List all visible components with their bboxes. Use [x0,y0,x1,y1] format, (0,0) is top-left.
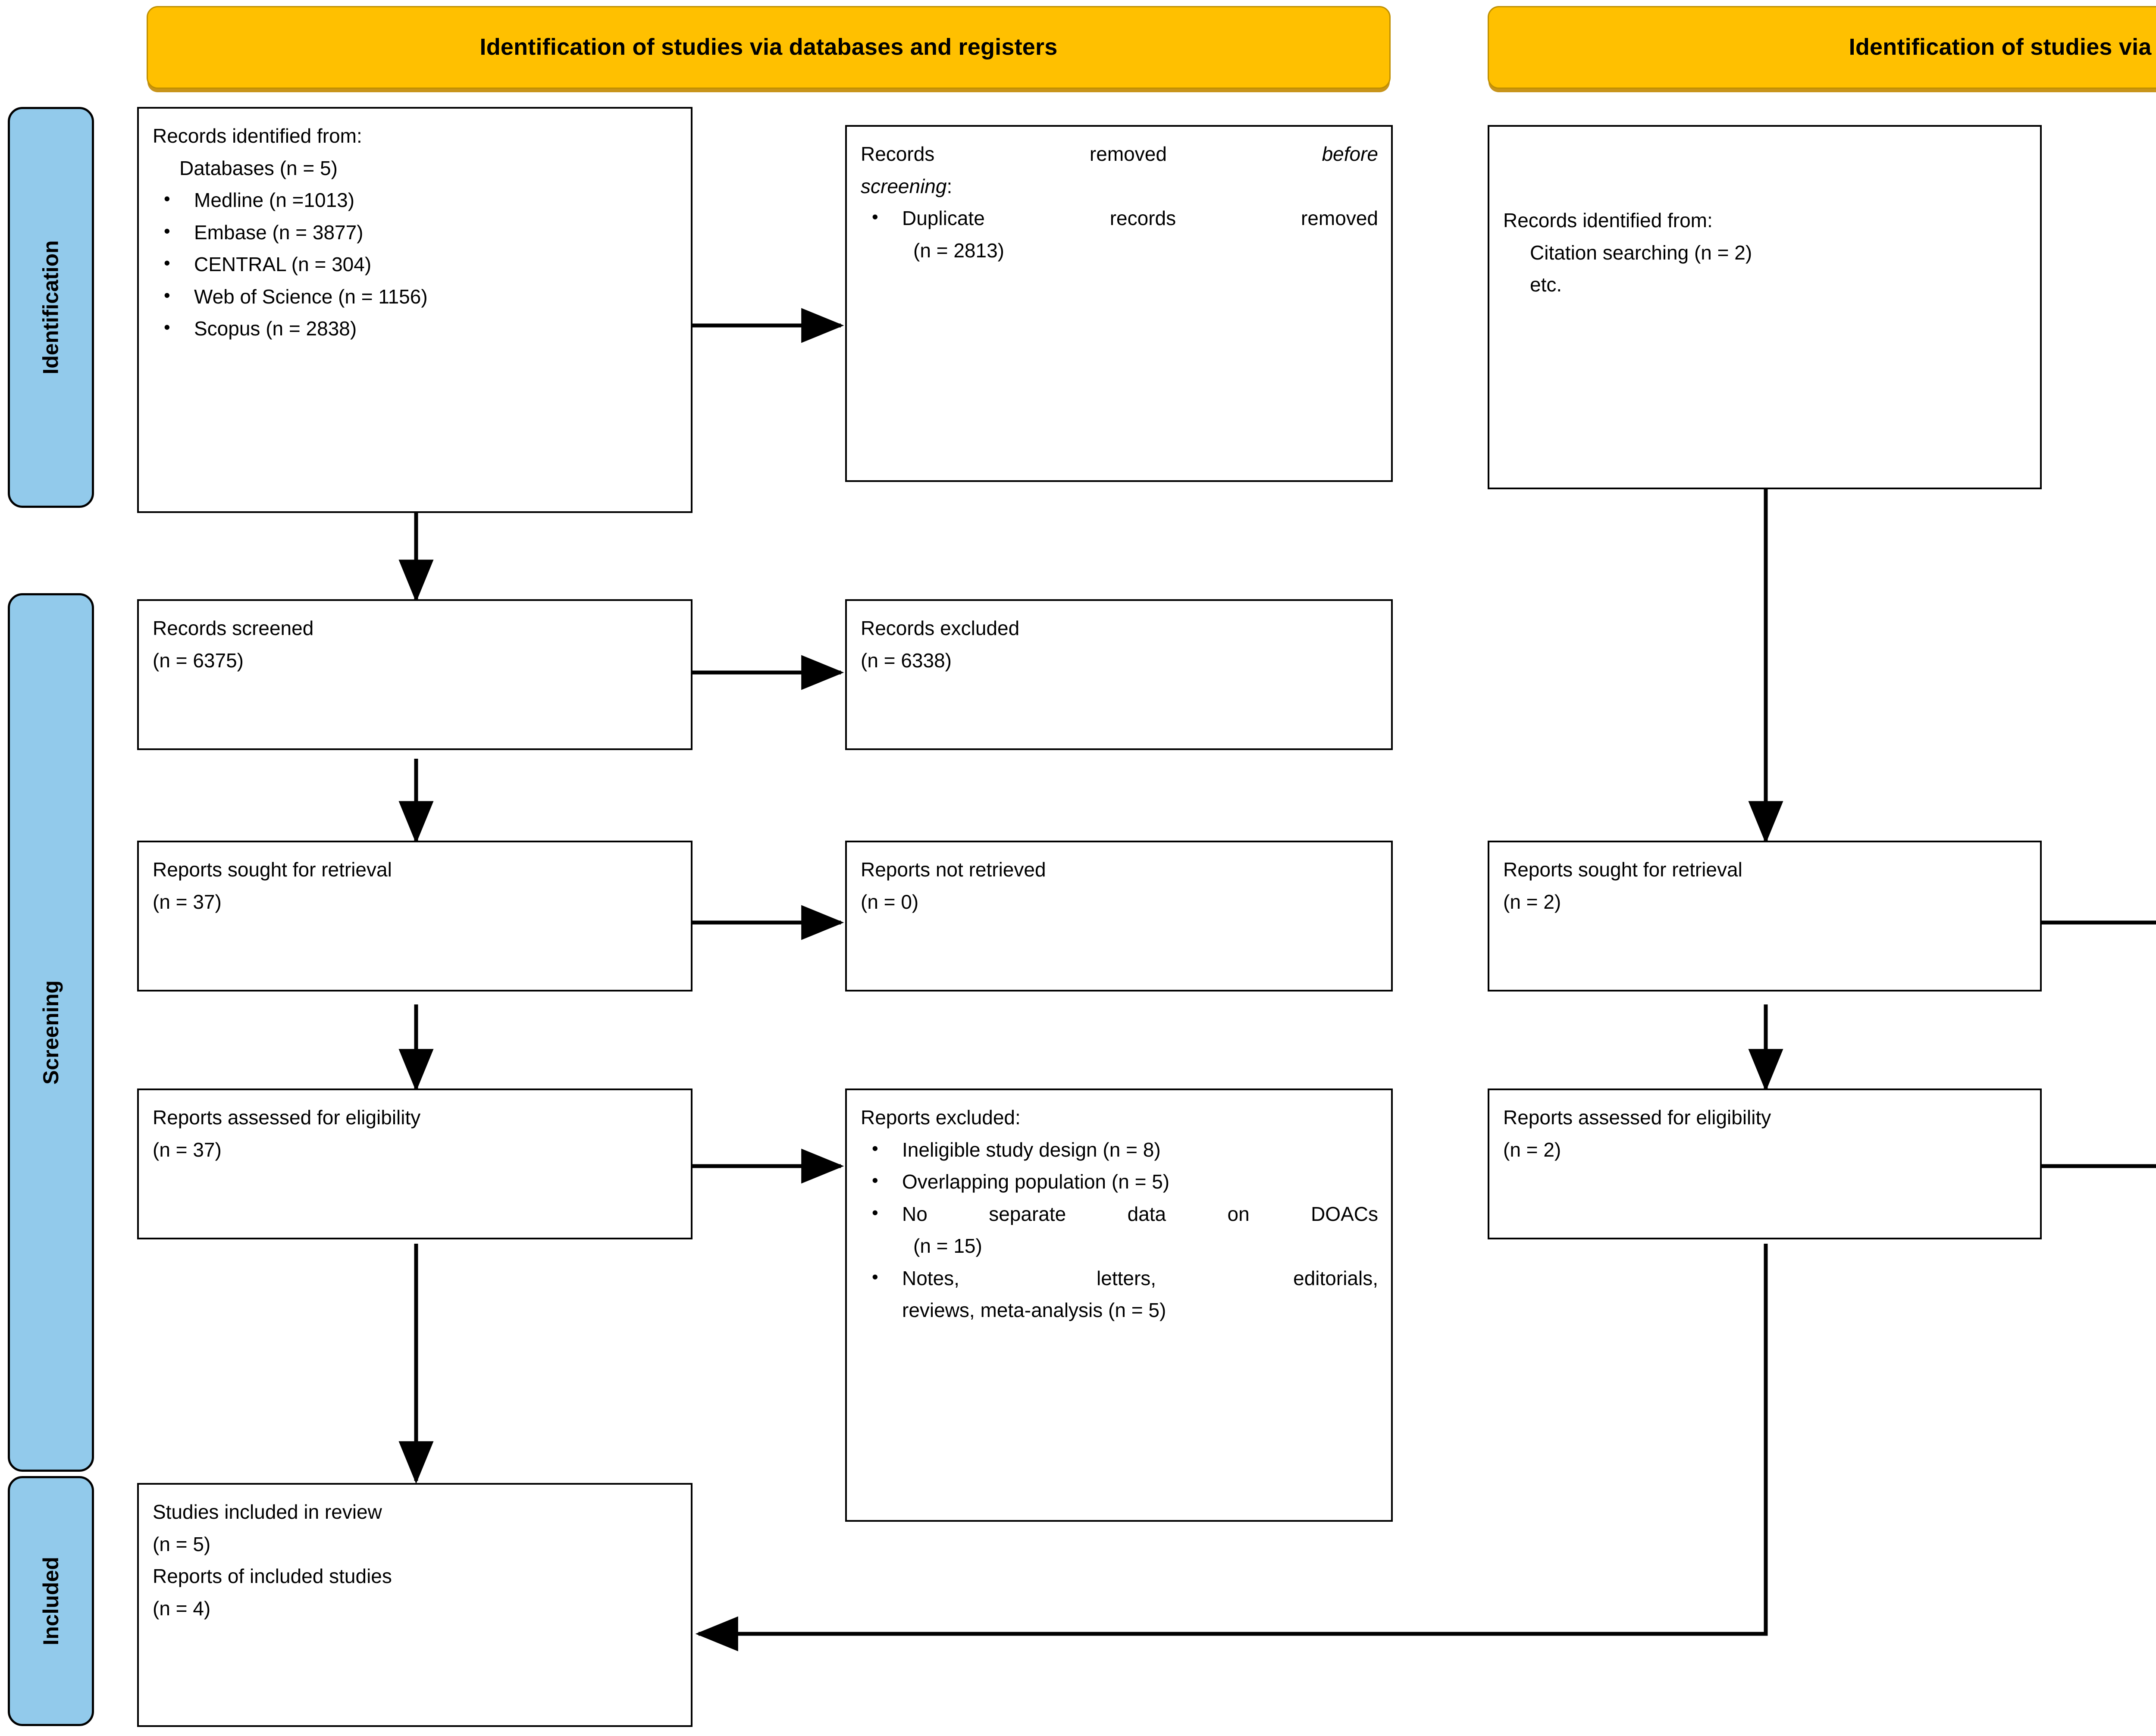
database-embase: Embase (n = 3877) [194,221,364,244]
banner-databases-registers-label: Identification of studies via databases … [479,34,1058,60]
banner-databases-registers: Identification of studies via databases … [147,6,1391,89]
records-identified-other-citation-searching: Citation searching (n = 2) [1530,241,1752,264]
reports-not-retrieved-content: Reports not retrieved (n = 0) [861,854,1378,918]
box-reports-assessed-databases: Reports assessed for eligibility (n = 37… [137,1089,693,1239]
records-screened-count: (n = 6375) [153,649,244,672]
list-item: • Notes, letters, editorials, [861,1262,1378,1295]
database-scopus: Scopus (n = 2838) [194,317,357,340]
bullet-icon: • [872,1202,878,1223]
list-item: • Overlapping population (n = 5) [861,1166,1378,1198]
reports-assessed-other-content: Reports assessed for eligibility (n = 2) [1503,1101,2027,1166]
reports-assessed-other-count: (n = 2) [1503,1138,1561,1161]
box-records-identified-databases: Records identified from: Databases (n = … [137,107,693,513]
exclusion-no-separate-data-doacs-count: (n = 15) [913,1235,982,1257]
records-excluded-label: Records excluded [861,617,1020,639]
reports-sought-content: Reports sought for retrieval (n = 37) [153,854,678,918]
phase-included: Included [8,1476,94,1726]
bullet-icon: • [164,317,170,338]
reports-assessed-label: Reports assessed for eligibility [153,1106,421,1129]
banner-other-methods: Identification of studies via other meth… [1488,6,2156,89]
phase-identification-label: Identification [39,240,63,375]
list-item: • Medline (n =1013) [153,184,678,216]
reports-excluded-title: Reports excluded: [861,1106,1021,1129]
reports-excluded-content: Reports excluded: • Ineligible study des… [861,1101,1378,1326]
records-screened-label: Records screened [153,617,314,639]
reports-sought-other-content: Reports sought for retrieval (n = 2) [1503,854,2027,918]
bullet-icon: • [164,285,170,305]
records-identified-source: Databases (n = 5) [179,156,338,179]
reports-sought-other-label: Reports sought for retrieval [1503,858,1742,881]
bullet-icon: • [164,220,170,241]
exclusion-overlapping-population: Overlapping population (n = 5) [902,1170,1170,1193]
box-records-removed-before-screening: Records removed before screening: • Dupl… [845,125,1393,482]
bullet-icon: • [872,1170,878,1191]
phase-screening-label: Screening [39,980,63,1085]
box-records-excluded: Records excluded (n = 6338) [845,599,1393,750]
box-reports-sought-other: Reports sought for retrieval (n = 2) [1488,841,2042,992]
exclusion-no-separate-data-doacs: No separate data on DOACs [902,1202,1378,1225]
bullet-icon: • [872,206,878,227]
exclusion-reviews-meta-analysis: reviews, meta-analysis (n = 5) [902,1299,1166,1322]
bullet-icon: • [164,188,170,209]
reports-assessed-content: Reports assessed for eligibility (n = 37… [153,1101,678,1166]
box-reports-not-retrieved-databases: Reports not retrieved (n = 0) [845,841,1393,992]
reports-of-included-studies-count: (n = 4) [153,1597,211,1620]
phase-included-label: Included [39,1557,63,1645]
box-reports-excluded-databases: Reports excluded: • Ineligible study des… [845,1089,1393,1522]
records-removed-title-line1: Records removed before [861,138,1378,170]
records-identified-content: Records identified from: Databases (n = … [153,120,678,345]
banner-other-methods-label: Identification of studies via other meth… [1849,34,2156,60]
database-web-of-science: Web of Science (n = 1156) [194,285,428,308]
reports-not-retrieved-label: Reports not retrieved [861,858,1046,881]
duplicate-records-removed-line1: Duplicate records removed [902,207,1378,230]
records-removed-title-line2: screening: [861,170,1378,203]
list-item: • Duplicate records removed [861,202,1378,235]
studies-included-label: Studies included in review [153,1501,382,1523]
exclusion-ineligible-study-design: Ineligible study design (n = 8) [902,1138,1161,1161]
reports-sought-label: Reports sought for retrieval [153,858,392,881]
bullet-icon: • [872,1266,878,1287]
phase-screening: Screening [8,593,94,1472]
phase-identification: Identification [8,107,94,508]
box-reports-assessed-other: Reports assessed for eligibility (n = 2) [1488,1089,2042,1239]
list-item: • Scopus (n = 2838) [153,313,678,345]
bullet-icon: • [164,253,170,273]
database-central: CENTRAL (n = 304) [194,253,372,276]
duplicate-records-removed-count: (n = 2813) [913,239,1004,262]
reports-not-retrieved-count: (n = 0) [861,890,919,913]
records-removed-content: Records removed before screening: • Dupl… [861,138,1378,266]
list-item: • Web of Science (n = 1156) [153,281,678,313]
reports-assessed-count: (n = 37) [153,1138,222,1161]
records-identified-other-etc: etc. [1530,273,1562,296]
records-identified-other-title: Records identified from: [1503,209,1713,231]
bullet-icon: • [872,1138,878,1158]
records-identified-title: Records identified from: [153,125,362,147]
records-excluded-content: Records excluded (n = 6338) [861,612,1378,676]
reports-assessed-other-label: Reports assessed for eligibility [1503,1106,1771,1129]
studies-included-count: (n = 5) [153,1533,211,1555]
exclusion-notes-letters-editorials: Notes, letters, editorials, [902,1267,1378,1289]
list-item: • Embase (n = 3877) [153,216,678,249]
reports-sought-count: (n = 37) [153,890,222,913]
records-identified-other-content: Records identified from: Citation search… [1503,204,2027,301]
list-item: • Ineligible study design (n = 8) [861,1134,1378,1166]
list-item: • No separate data on DOACs [861,1198,1378,1230]
database-medline: Medline (n =1013) [194,189,355,212]
records-removed-title-colon: : [946,175,953,197]
list-item: • CENTRAL (n = 304) [153,248,678,281]
reports-of-included-studies-label: Reports of included studies [153,1565,392,1588]
box-records-screened: Records screened (n = 6375) [137,599,693,750]
reports-sought-other-count: (n = 2) [1503,890,1561,913]
records-removed-title-text: Records removed [861,143,1322,165]
box-records-identified-other: Records identified from: Citation search… [1488,125,2042,489]
records-removed-title-em1: before [1322,143,1378,165]
records-excluded-count: (n = 6338) [861,649,952,672]
studies-included-content: Studies included in review (n = 5) Repor… [153,1496,678,1624]
records-screened-content: Records screened (n = 6375) [153,612,678,676]
box-reports-sought-databases: Reports sought for retrieval (n = 37) [137,841,693,992]
records-removed-title-em2: screening [861,175,947,197]
box-studies-included-in-review: Studies included in review (n = 5) Repor… [137,1483,693,1727]
